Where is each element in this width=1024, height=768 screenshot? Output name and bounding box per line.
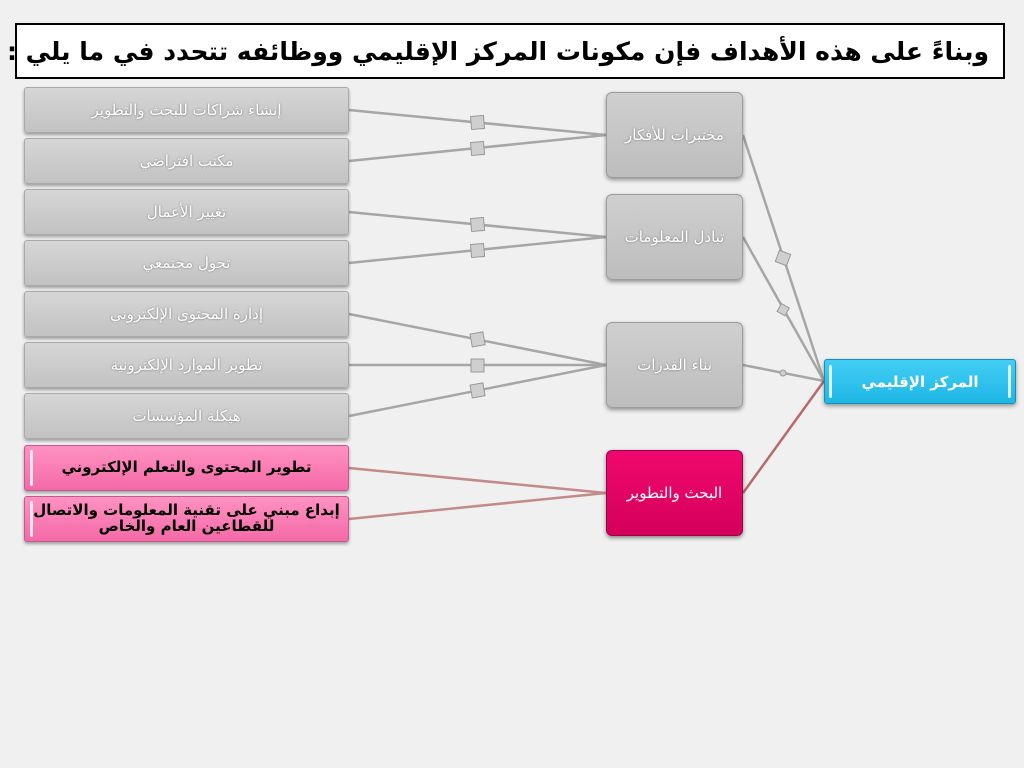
connector-handle: [779, 369, 787, 377]
leaf-business-change[interactable]: تغيير الأعمال: [24, 189, 349, 235]
hub-label: تبادل المعلومات: [624, 228, 725, 246]
leaf-institutions[interactable]: هيكلة المؤسسات: [24, 393, 349, 439]
connector-leaf-business-change: [348, 210, 607, 239]
leaf-elearning[interactable]: تطوير المحتوى والتعلم الإلكتروني: [24, 445, 349, 491]
root-label: المركز الإقليمي: [861, 372, 979, 391]
title-box: وبناءً على هذه الأهداف فإن مكونات المركز…: [7, 23, 1005, 79]
leaf-partnerships[interactable]: إنشاء شراكات للبحث والتطوير: [24, 87, 349, 133]
leaf-social-transform[interactable]: تحول مجتمعي: [24, 240, 349, 286]
root-regional-center[interactable]: المركز الإقليمي: [824, 359, 1016, 404]
hub-rnd[interactable]: البحث والتطوير: [606, 450, 743, 536]
connector-leaf-elearning: [348, 466, 607, 495]
connector-leaf-institutions: [348, 363, 607, 418]
connector-leaf-partnerships: [348, 108, 607, 137]
connector-handle: [469, 216, 486, 233]
hub-label: بناء القدرات: [637, 356, 712, 374]
leaf-label: إدارة المحتوى الإلكتروني: [109, 305, 264, 323]
hub-label: البحث والتطوير: [626, 484, 723, 502]
connector-hub-rnd: [741, 380, 826, 494]
leaf-label: تطوير الموارد الإلكترونية: [110, 356, 263, 374]
leaf-label: تحول مجتمعي: [142, 254, 231, 272]
connector-leaf-innovation: [348, 491, 607, 521]
connector-handle: [470, 358, 485, 373]
connector-handle: [469, 331, 486, 348]
connector-handle: [469, 114, 486, 131]
leaf-content-mgmt[interactable]: إدارة المحتوى الإلكتروني: [24, 291, 349, 337]
hub-labs[interactable]: مختبرات للأفكار: [606, 92, 743, 178]
hub-label: مختبرات للأفكار: [625, 126, 724, 144]
connector-handle: [469, 382, 486, 399]
leaf-innovation[interactable]: إبداع مبني على تقنية المعلومات والاتصال …: [24, 496, 349, 542]
leaf-virtual-office[interactable]: مكتب افتراضي: [24, 138, 349, 184]
leaf-label: مكتب افتراضي: [139, 152, 234, 170]
leaf-label: تغيير الأعمال: [146, 203, 227, 221]
connector-hub-labs: [741, 134, 826, 382]
connector-handle: [469, 140, 486, 157]
connector-hub-capacity: [742, 363, 825, 383]
connector-leaf-content-mgmt: [348, 312, 607, 367]
leaf-label: إبداع مبني على تقنية المعلومات والاتصال …: [33, 501, 340, 535]
leaf-label: هيكلة المؤسسات: [132, 407, 241, 425]
connector-leaf-virtual-office: [348, 133, 607, 163]
leaf-resources[interactable]: تطوير الموارد الإلكترونية: [24, 342, 349, 388]
connector-leaf-social-transform: [348, 235, 607, 265]
leaf-label: إنشاء شراكات للبحث والتطوير: [91, 101, 282, 119]
connector-hub-exchange: [741, 236, 826, 382]
slide-title: وبناءً على هذه الأهداف فإن مكونات المركز…: [6, 36, 989, 66]
connector-handle: [776, 302, 791, 317]
hub-capacity[interactable]: بناء القدرات: [606, 322, 743, 408]
leaf-label: تطوير المحتوى والتعلم الإلكتروني: [61, 458, 312, 477]
connector-handle: [774, 249, 792, 267]
connector-handle: [469, 242, 486, 259]
hub-exchange[interactable]: تبادل المعلومات: [606, 194, 743, 280]
